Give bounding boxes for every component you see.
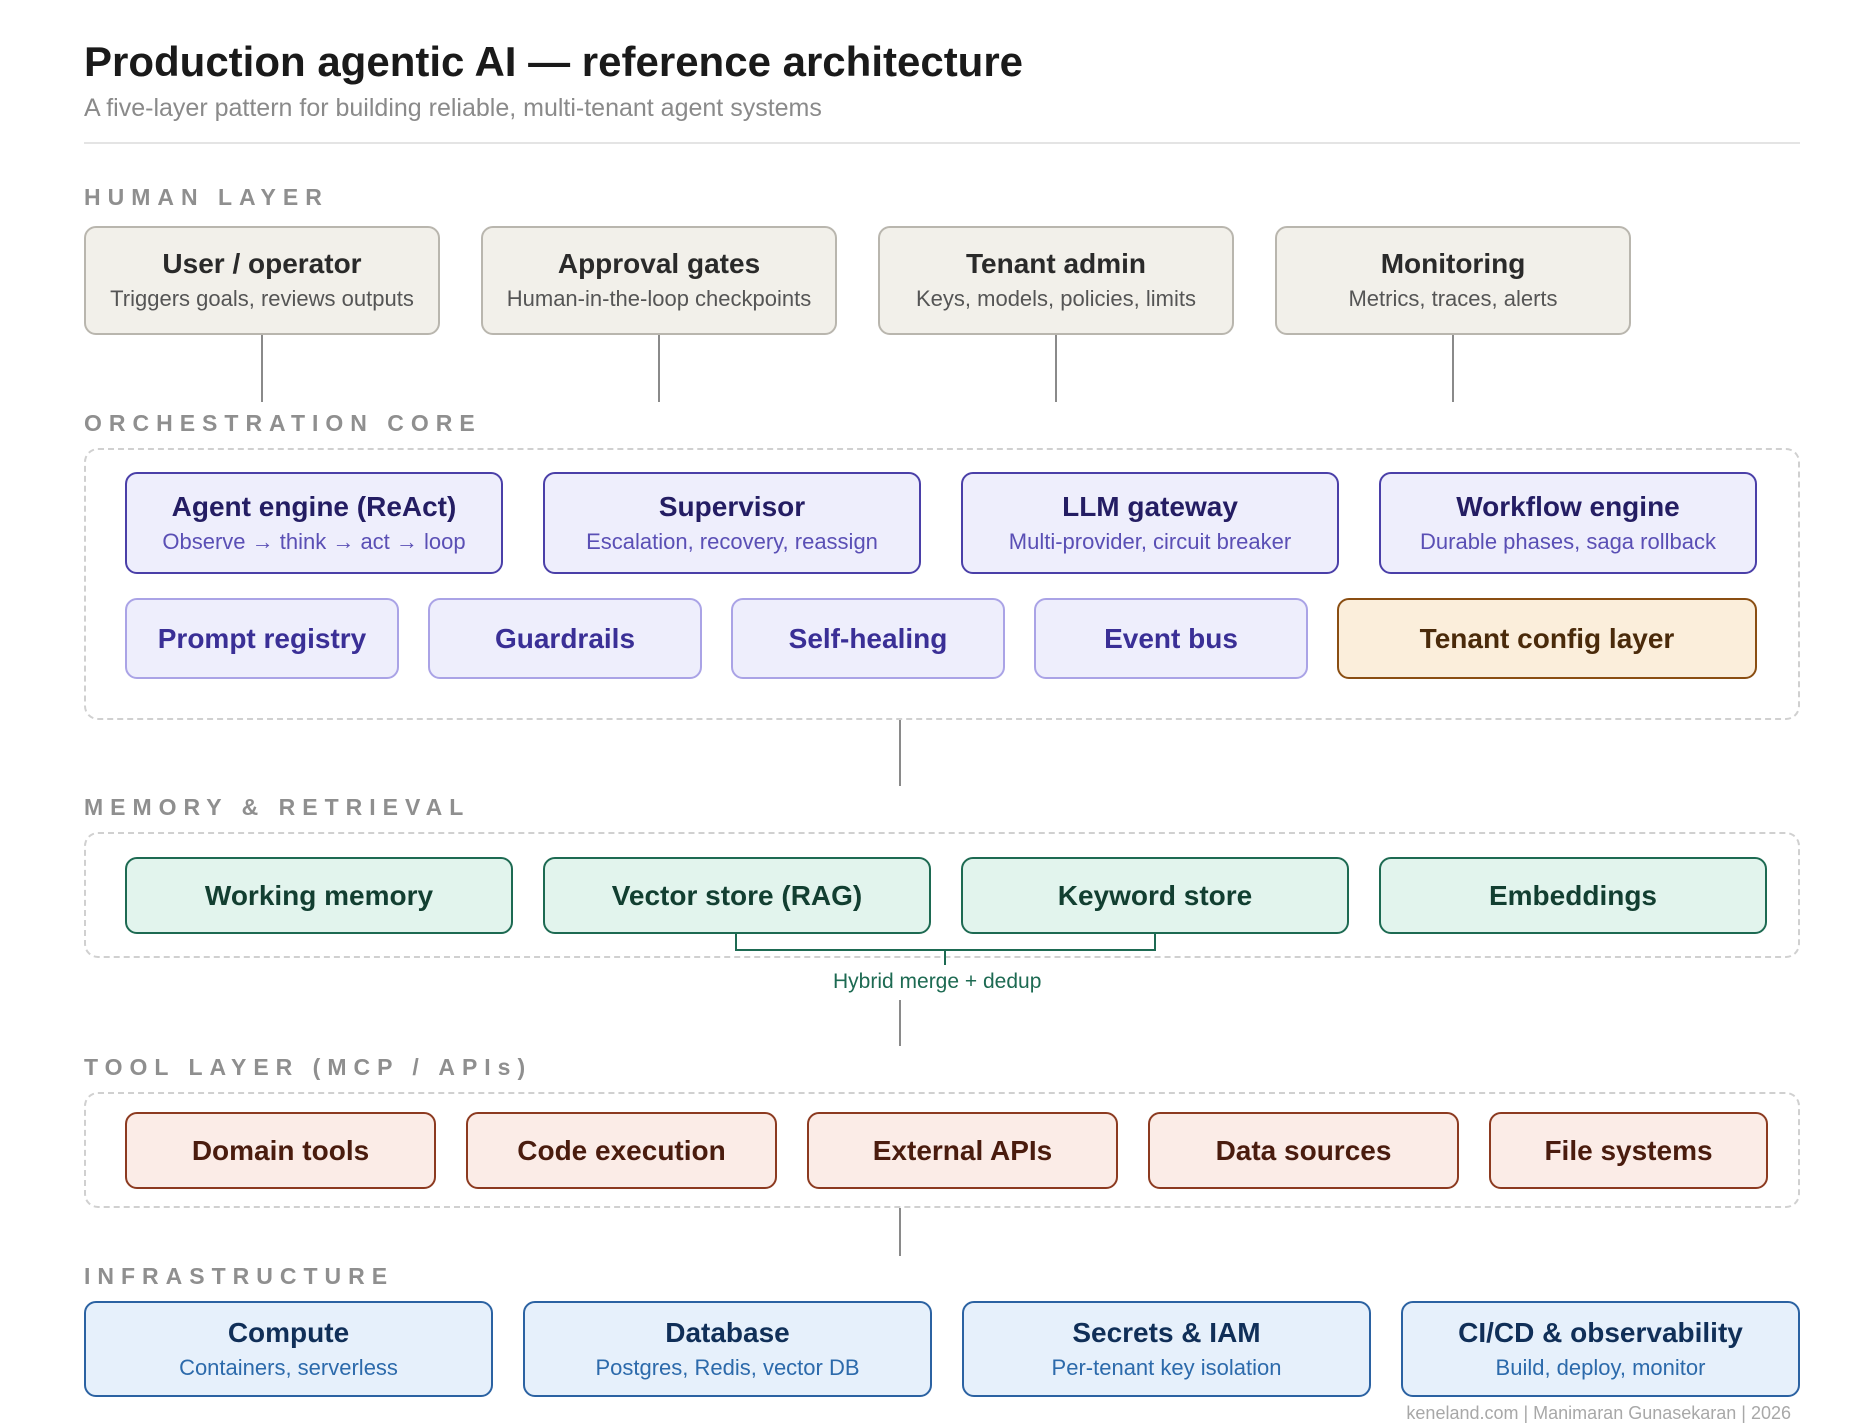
working-memory-box: Working memory xyxy=(125,857,513,934)
tenant-admin-box: Tenant admin Keys, models, policies, lim… xyxy=(878,226,1234,335)
prompt-registry-box: Prompt registry xyxy=(125,598,399,679)
box-title: Code execution xyxy=(517,1134,726,1166)
box-title: Prompt registry xyxy=(157,622,367,654)
approval-gates-box: Approval gates Human-in-the-loop checkpo… xyxy=(481,226,837,335)
connector-line xyxy=(899,720,901,786)
secrets-iam-box: Secrets & IAM Per-tenant key isolation xyxy=(962,1301,1371,1397)
code-execution-box: Code execution xyxy=(466,1112,777,1189)
embeddings-box: Embeddings xyxy=(1379,857,1767,934)
box-title: Monitoring xyxy=(1380,248,1526,280)
user-operator-box: User / operator Triggers goals, reviews … xyxy=(84,226,440,335)
database-box: Database Postgres, Redis, vector DB xyxy=(523,1301,932,1397)
orchestration-layer-label: ORCHESTRATION CORE xyxy=(84,410,482,436)
box-title: External APIs xyxy=(872,1134,1053,1166)
vector-store-box: Vector store (RAG) xyxy=(543,857,931,934)
box-title: Supervisor xyxy=(658,490,806,522)
box-title: Database xyxy=(665,1316,790,1348)
tool-group xyxy=(84,1092,1800,1208)
box-description: Observe → think → act → loop xyxy=(162,528,466,554)
page-title: Production agentic AI — reference archit… xyxy=(84,38,1024,85)
event-bus-box: Event bus xyxy=(1034,598,1308,679)
box-description: Containers, serverless xyxy=(179,1354,398,1380)
box-description: Keys, models, policies, limits xyxy=(916,286,1196,311)
file-systems-box: File systems xyxy=(1489,1112,1768,1189)
agent-engine-box: Agent engine (ReAct) Observe → think → a… xyxy=(125,472,503,574)
box-description: Build, deploy, monitor xyxy=(1495,1354,1706,1380)
page-subtitle: A five-layer pattern for building reliab… xyxy=(84,94,822,122)
box-description: Human-in-the-loop checkpoints xyxy=(506,286,812,311)
box-description: Triggers goals, reviews outputs xyxy=(110,286,414,311)
box-title: Secrets & IAM xyxy=(1072,1316,1261,1348)
box-title: File systems xyxy=(1544,1134,1713,1166)
memory-group xyxy=(84,832,1800,958)
box-description: Metrics, traces, alerts xyxy=(1348,286,1558,311)
connector-line xyxy=(1452,335,1454,402)
external-apis-box: External APIs xyxy=(807,1112,1118,1189)
header-divider xyxy=(84,142,1800,144)
cicd-observability-box: CI/CD & observability Build, deploy, mon… xyxy=(1401,1301,1800,1397)
box-title: Compute xyxy=(227,1316,350,1348)
connector-line xyxy=(658,335,660,402)
box-title: Domain tools xyxy=(191,1134,370,1166)
box-title: Working memory xyxy=(204,879,434,911)
box-description: Postgres, Redis, vector DB xyxy=(595,1354,860,1380)
box-title: Approval gates xyxy=(557,248,761,280)
box-title: Data sources xyxy=(1215,1134,1392,1166)
self-healing-box: Self-healing xyxy=(731,598,1005,679)
merge-bracket-line xyxy=(735,934,1156,951)
box-title: LLM gateway xyxy=(1062,490,1238,522)
workflow-engine-box: Workflow engine Durable phases, saga rol… xyxy=(1379,472,1757,574)
box-title: Event bus xyxy=(1104,622,1238,654)
monitoring-box: Monitoring Metrics, traces, alerts xyxy=(1275,226,1631,335)
tool-layer-label: TOOL LAYER (MCP / APIs) xyxy=(84,1054,533,1080)
box-description: Durable phases, saga rollback xyxy=(1420,528,1716,554)
data-sources-box: Data sources xyxy=(1148,1112,1459,1189)
hybrid-merge-label: Hybrid merge + dedup xyxy=(833,970,1042,993)
box-title: Embeddings xyxy=(1488,879,1657,911)
infrastructure-layer-label: INFRASTRUCTURE xyxy=(84,1263,395,1289)
box-description: Multi-provider, circuit breaker xyxy=(1008,528,1292,554)
human-layer-label: HUMAN LAYER xyxy=(84,184,329,210)
supervisor-box: Supervisor Escalation, recovery, reassig… xyxy=(543,472,921,574)
tenant-config-layer-box: Tenant config layer xyxy=(1337,598,1757,679)
connector-line xyxy=(899,1000,901,1046)
box-title: Tenant config layer xyxy=(1419,622,1675,654)
box-description: Per-tenant key isolation xyxy=(1051,1354,1282,1380)
connector-line xyxy=(899,1208,901,1256)
domain-tools-box: Domain tools xyxy=(125,1112,436,1189)
guardrails-box: Guardrails xyxy=(428,598,702,679)
connector-line xyxy=(261,335,263,402)
box-title: Workflow engine xyxy=(1456,490,1680,522)
box-title: Keyword store xyxy=(1057,879,1253,911)
llm-gateway-box: LLM gateway Multi-provider, circuit brea… xyxy=(961,472,1339,574)
compute-box: Compute Containers, serverless xyxy=(84,1301,493,1397)
connector-line xyxy=(1055,335,1057,402)
footer-credit: keneland.com | Manimaran Gunasekaran | 2… xyxy=(1406,1403,1791,1423)
orchestration-group xyxy=(84,448,1800,720)
box-title: User / operator xyxy=(162,248,362,280)
box-title: Vector store (RAG) xyxy=(611,879,863,911)
box-title: Tenant admin xyxy=(966,248,1146,280)
box-title: CI/CD & observability xyxy=(1458,1316,1743,1348)
box-description: Escalation, recovery, reassign xyxy=(586,528,878,554)
keyword-store-box: Keyword store xyxy=(961,857,1349,934)
box-title: Self-healing xyxy=(788,622,948,654)
box-title: Agent engine (ReAct) xyxy=(171,490,457,522)
box-title: Guardrails xyxy=(494,622,636,654)
memory-layer-label: MEMORY & RETRIEVAL xyxy=(84,794,471,820)
